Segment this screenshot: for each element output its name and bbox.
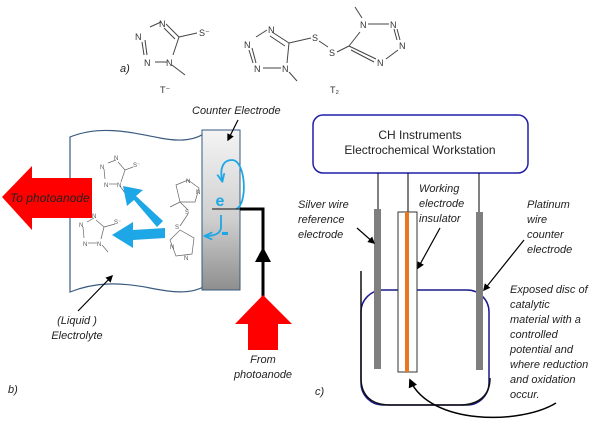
electrolyte-label-1: (Liquid ): [57, 315, 97, 327]
disc-line: occur.: [510, 389, 540, 401]
from-label-1: From: [250, 354, 276, 366]
t-minus-molecule-lower: N N N N S⁻: [79, 214, 121, 253]
atom-label: N: [79, 223, 83, 229]
atom-label: S: [175, 225, 179, 231]
platinum-label-3: counter: [527, 229, 565, 241]
counter-electrode-pointer: [227, 119, 239, 142]
atom-label: N: [196, 190, 200, 196]
working-label-1: Working: [419, 183, 460, 195]
beaker: [360, 271, 491, 406]
t2-atom-n3: N: [254, 64, 261, 74]
t2-molecule-small: S S N N N N: [169, 179, 200, 262]
platinum-pointer: [483, 239, 525, 292]
red-arrow-to-photoanode: [2, 166, 92, 230]
panel-a-label: a): [120, 63, 130, 75]
atom-label: N: [184, 256, 188, 262]
disc-line: controlled: [510, 329, 559, 341]
working-label-2: electrode: [419, 198, 464, 210]
blue-arrow-lower: [112, 222, 165, 248]
platinum-label-1: Platinum: [527, 199, 570, 211]
disc-line: Exposed disc of: [510, 284, 589, 296]
t-minus-name: T⁻: [160, 85, 170, 95]
atom-label: N: [186, 179, 190, 185]
t2-atom-n2: N: [244, 40, 251, 50]
panel-b-label: b): [8, 384, 18, 396]
atom-label: N: [170, 245, 174, 251]
t-atom-n4: N: [166, 58, 173, 68]
working-label-3: insulator: [419, 213, 462, 225]
t2-atom-n8: N: [377, 58, 384, 68]
t-atom-n3: N: [144, 58, 151, 68]
atom-label: N: [104, 183, 108, 189]
silver-reference-electrode: [374, 209, 381, 369]
disc-line: catalytic: [510, 299, 550, 311]
red-arrow-from-photoanode: [235, 295, 292, 350]
from-label-2: photoanode: [233, 369, 292, 381]
workstation-label-2: Electrochemical Workstation: [344, 143, 495, 157]
minus-sign: [222, 232, 228, 235]
t-minus-molecule-upper: N N N N S⁻: [100, 156, 140, 194]
atom-label: N: [83, 242, 87, 248]
atom-label: S: [185, 210, 189, 216]
molecule-t-minus: N N N N S⁻ T⁻: [135, 19, 210, 95]
atom-label: S⁻: [114, 220, 121, 226]
t2-atom-n4: N: [282, 64, 289, 74]
t-atom-n2: N: [135, 32, 142, 42]
molecule-t2: N N N N S S N N N N T₂: [244, 6, 406, 95]
atom-label: N: [114, 156, 118, 162]
panel-c-label: c): [315, 386, 325, 398]
blue-arrow-upper: [123, 186, 163, 227]
disc-line: material with a: [510, 314, 581, 326]
electron-symbol: e: [216, 193, 225, 210]
platinum-label-4: electrode: [527, 244, 572, 256]
electron-path-curve: [221, 159, 245, 210]
external-wire: [240, 207, 265, 300]
silver-label-2: reference: [298, 214, 344, 226]
disc-description: Exposed disc of catalytic material with …: [509, 284, 589, 401]
panel-a: a) N N N N S⁻ T⁻: [120, 6, 406, 95]
atom-label: N: [97, 242, 101, 248]
t2-atom-s2: S: [329, 48, 335, 58]
disc-line: where reduction: [510, 359, 588, 371]
t2-atom-n7: N: [399, 41, 406, 51]
atom-label: S⁻: [133, 163, 140, 169]
counter-electrode-label: Counter Electrode: [192, 105, 281, 117]
t2-name: T₂: [330, 85, 339, 95]
silver-label-1: Silver wire: [298, 199, 349, 211]
to-photoanode-label: To photoanode: [10, 191, 90, 205]
atom-label: N: [100, 165, 104, 171]
panel-c: CH Instruments Electrochemical Workstati…: [298, 114, 589, 419]
disc-pointer: [408, 378, 557, 419]
current-direction-arrow: [255, 247, 271, 262]
disc-line: and oxidation: [510, 374, 575, 386]
electron-path-down: [206, 215, 222, 236]
working-electrode-wire: [405, 212, 409, 372]
workstation-box: [312, 114, 529, 174]
disc-line: potential and: [509, 344, 574, 356]
working-pointer: [417, 227, 441, 270]
silver-pointer: [356, 227, 376, 244]
platinum-label-2: wire: [527, 214, 547, 226]
counter-electrode: [201, 129, 241, 291]
t2-atom-n5: N: [360, 20, 367, 30]
t2-atom-n1: N: [268, 25, 275, 35]
t-atom-n1: N: [159, 19, 166, 29]
electrolyte-label-2: Electrolyte: [51, 330, 102, 342]
silver-label-3: electrode: [298, 229, 343, 241]
panel-b: N N N N S⁻ N N N N S⁻ S S: [2, 105, 292, 396]
electrolyte-pointer: [77, 274, 114, 312]
atom-label: N: [117, 183, 121, 189]
platinum-counter-electrode: [476, 212, 483, 370]
t2-atom-n6: N: [390, 20, 397, 30]
atom-label: N: [92, 214, 96, 220]
t2-atom-s1: S: [312, 33, 318, 43]
t-atom-s: S⁻: [199, 28, 210, 38]
workstation-label-1: CH Instruments: [378, 128, 461, 142]
